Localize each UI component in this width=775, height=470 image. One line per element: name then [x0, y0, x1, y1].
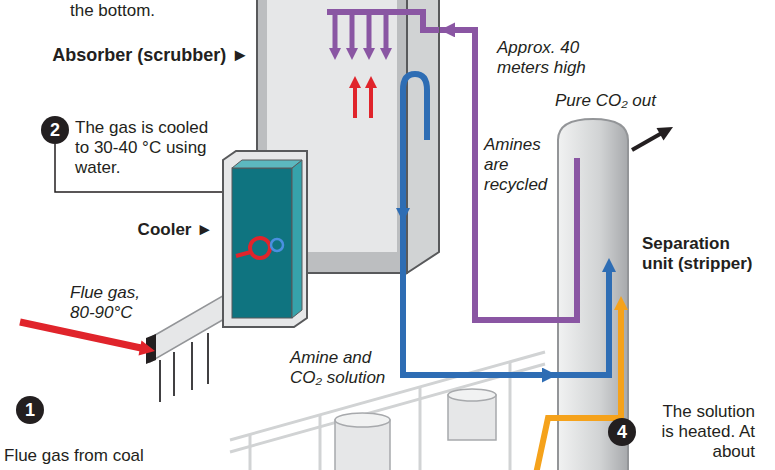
solution-flow-head	[602, 258, 616, 272]
amine-flow-arrow	[350, 12, 355, 50]
equipment-label: Separation unit (stripper)	[642, 234, 758, 274]
cooler-side	[292, 160, 302, 318]
heat-coil	[250, 238, 270, 258]
gas-flow-arrow	[369, 86, 373, 118]
cooler-shell	[222, 150, 308, 328]
gas-flow-head	[349, 76, 361, 88]
callout-number: 4	[617, 423, 627, 441]
step-text: The solution is heated. At about	[651, 402, 755, 462]
tank-top	[448, 389, 496, 401]
solution-pipe	[557, 270, 609, 375]
stripper-column: Separation unit (stripper)	[557, 118, 629, 470]
railing-post	[319, 415, 322, 470]
step-text: The gas is cooled to 30-40 °C using wate…	[75, 118, 220, 178]
co2-out-arrow	[632, 134, 661, 151]
stripper-shell	[557, 118, 629, 470]
water-coil	[271, 239, 283, 251]
stripper-body	[558, 119, 628, 470]
cooler-water	[232, 168, 292, 318]
dimension-note: Approx. 40 meters high	[497, 38, 602, 78]
cooler-casing	[223, 151, 307, 327]
tank-top	[335, 413, 390, 427]
amine-flow-head	[363, 48, 375, 60]
steam-pipe	[536, 418, 560, 470]
amine-flow-head	[329, 48, 341, 60]
support-leg	[191, 342, 193, 390]
cooler-box: Cooler ►	[222, 150, 308, 328]
amine-flow-head	[380, 48, 392, 60]
solution-flow-head	[396, 208, 410, 222]
steam-flow-head	[614, 296, 628, 310]
railing-post	[509, 362, 512, 470]
amine-flow-arrow	[367, 12, 372, 50]
flue-gas-arrowhead	[139, 341, 156, 356]
callout-number: 1	[25, 401, 35, 419]
flow-label: Amines are recycled	[484, 135, 556, 195]
storage-tank	[335, 413, 390, 470]
callout-circle: 2	[41, 116, 69, 144]
amine-pipe	[557, 158, 577, 320]
support-leg	[173, 352, 175, 396]
amine-flow-arrow	[384, 12, 389, 50]
equipment-label: Cooler ►	[138, 220, 213, 240]
heat-coil-lead	[236, 252, 251, 256]
railing-post	[249, 434, 252, 470]
railing-post	[419, 387, 422, 470]
equipment-label: Absorber (scrubber) ►	[52, 45, 249, 65]
solution-pipe	[403, 74, 427, 275]
support-leg	[159, 360, 161, 402]
flue-gas-arrow	[20, 322, 141, 348]
gas-flow-head	[365, 76, 377, 88]
solution-pipe	[403, 275, 557, 375]
support-leg	[207, 333, 209, 384]
flow-label: Amine and CO₂ solution	[290, 348, 398, 388]
callout-number: 2	[50, 121, 60, 139]
output-label: Pure CO₂ out	[555, 91, 656, 111]
flue-duct	[150, 294, 226, 362]
tower-side	[407, 0, 439, 273]
co2-out-arrowhead	[657, 127, 674, 141]
note-text: the bottom.	[70, 1, 155, 21]
callout-circle: 1	[16, 396, 44, 424]
amine-flow-head	[346, 48, 358, 60]
step-text: Flue gas from coal	[4, 446, 144, 466]
gas-flow-arrow	[353, 86, 357, 118]
steam-pipe	[557, 308, 621, 418]
cooler-top	[232, 160, 302, 168]
callout-circle: 4	[608, 418, 636, 446]
storage-tank	[448, 389, 496, 440]
amine-pipe	[327, 12, 439, 30]
amine-flow-arrow	[333, 12, 338, 50]
input-label: Flue gas, 80-90°C	[70, 283, 160, 323]
